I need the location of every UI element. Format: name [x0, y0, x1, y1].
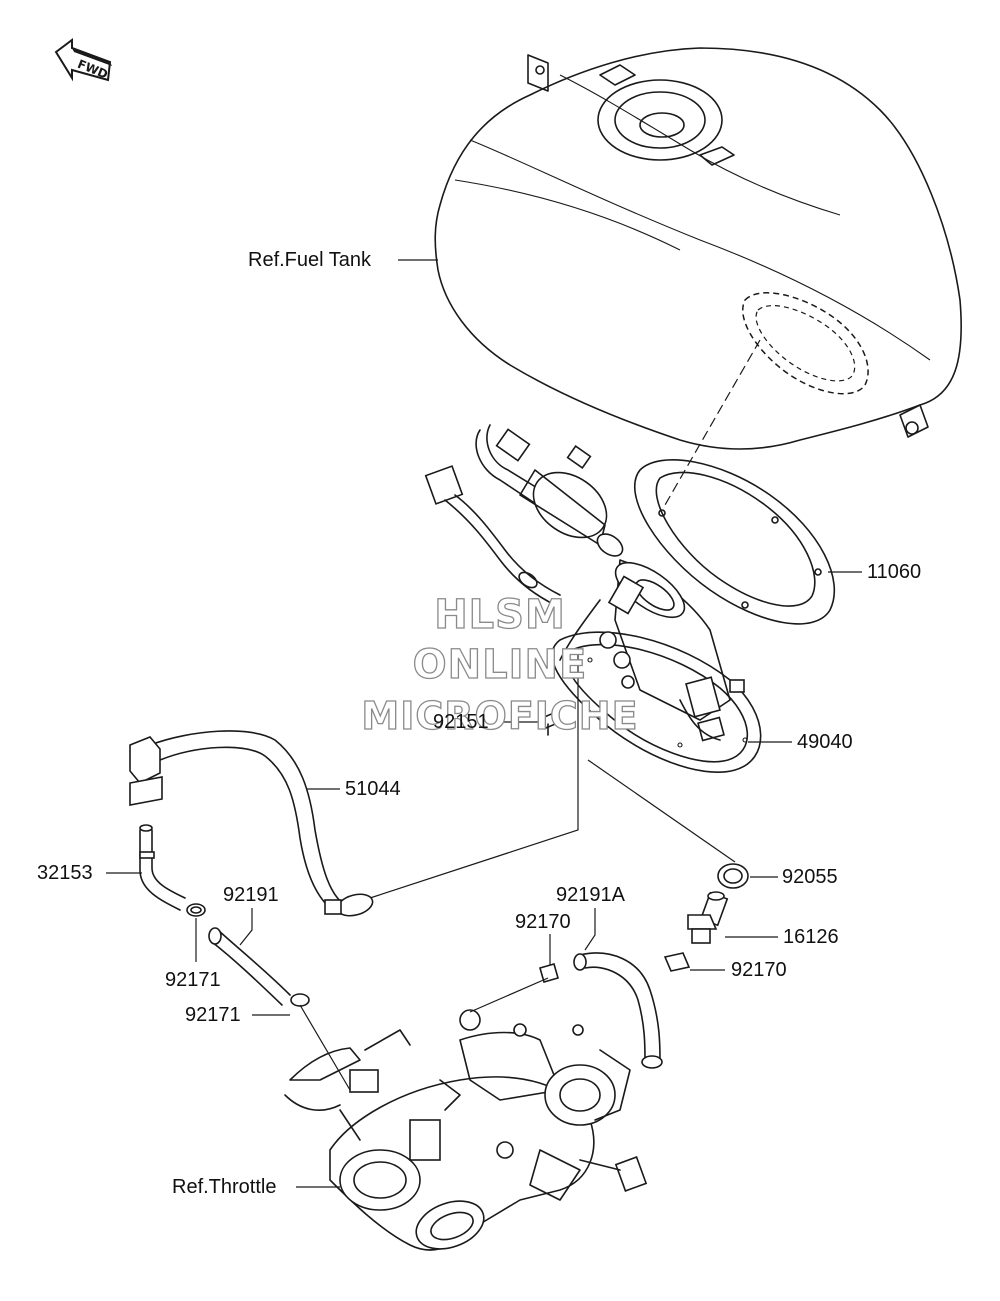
label-92151: 92151 — [433, 711, 489, 733]
label-ref-fuel-tank: Ref.Fuel Tank — [248, 249, 372, 271]
oring-92055-drawing — [717, 863, 749, 889]
gasket-11060-drawing — [634, 459, 835, 625]
watermark-line2: ONLINE — [412, 641, 588, 688]
fwd-arrow-icon: FWD — [54, 38, 112, 82]
hose-92191a-drawing — [539, 952, 691, 1069]
watermark-line1: HLSM — [434, 591, 566, 638]
label-51044: 51044 — [345, 778, 401, 800]
label-16126: 16126 — [783, 926, 839, 948]
leader-lines — [106, 259, 862, 1188]
pipe-32153-drawing — [139, 824, 206, 917]
label-32153: 32153 — [37, 862, 93, 884]
label-92171-lower: 92171 — [165, 969, 221, 991]
label-92170-right: 92170 — [731, 959, 787, 981]
hose-92191-drawing — [208, 927, 310, 1007]
throttle-body-drawing — [284, 1009, 648, 1251]
label-92191a: 92191A — [556, 884, 625, 906]
label-92055: 92055 — [782, 866, 838, 888]
watermark-line3: MICROFICHE — [361, 693, 639, 738]
fuel-tank-drawing — [434, 47, 963, 506]
fuel-pump-drawing — [369, 424, 762, 899]
label-ref-throttle: Ref.Throttle — [172, 1176, 277, 1198]
hose-51044-drawing — [129, 730, 374, 917]
label-92191: 92191 — [223, 884, 279, 906]
label-92171-left: 92171 — [185, 1004, 241, 1026]
label-49040: 49040 — [797, 731, 853, 753]
sensor-16126-drawing — [687, 891, 729, 944]
label-92170-top: 92170 — [515, 911, 571, 933]
label-11060: 11060 — [867, 561, 922, 583]
